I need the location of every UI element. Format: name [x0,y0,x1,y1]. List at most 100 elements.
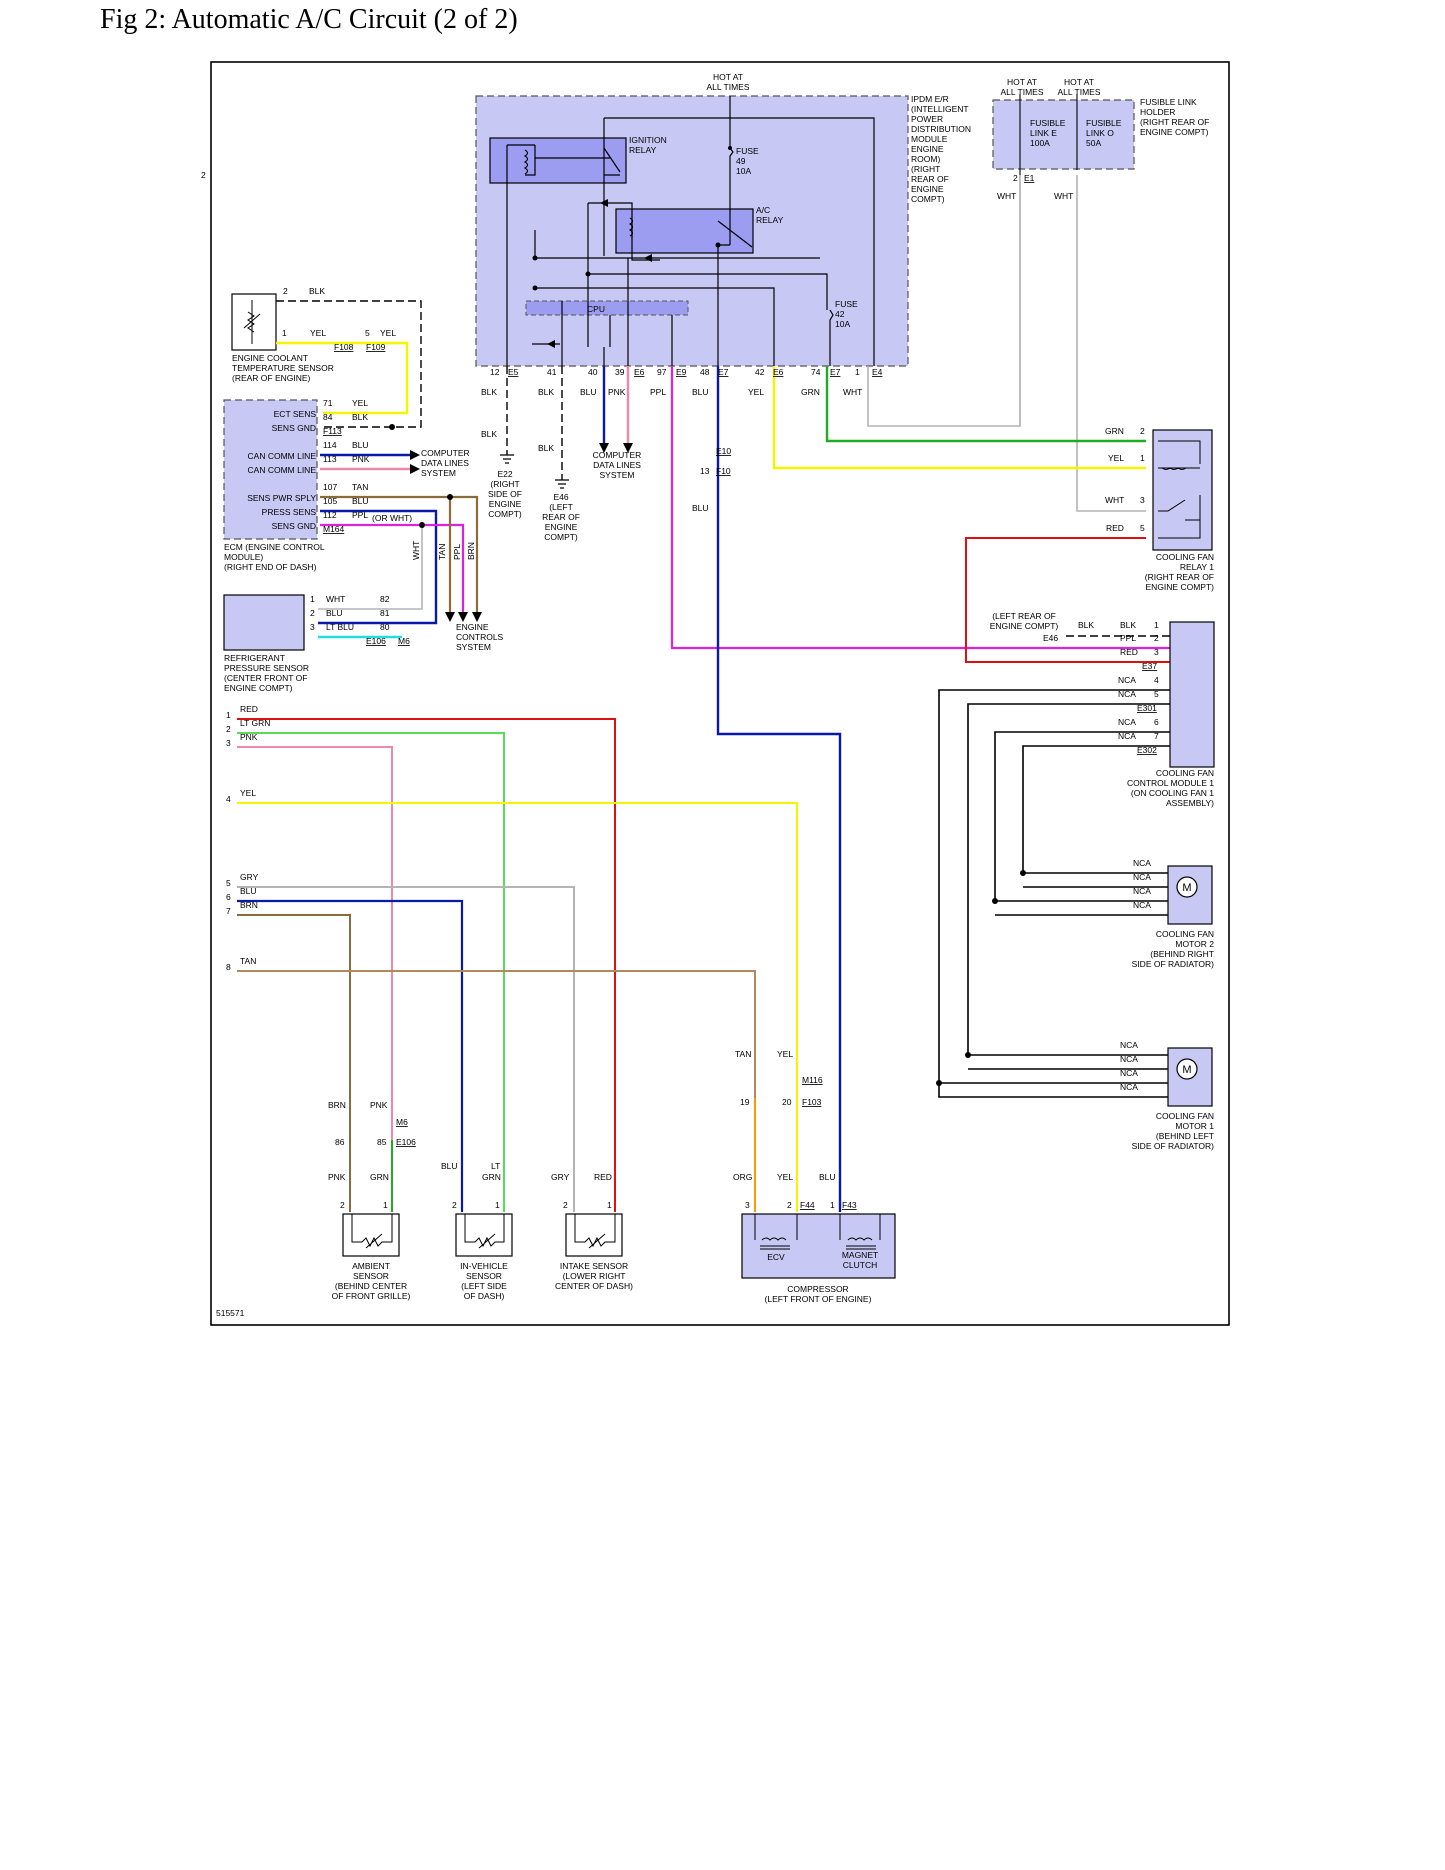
wire-label: RED [240,704,258,714]
wire-label: 20 [782,1097,792,1107]
ect-sensor [231,293,277,351]
fan-ctrl-nca-wires [938,689,1190,1098]
wire-label: 3 [1140,495,1145,505]
wire-label: BLK [538,387,554,397]
connector-f108: F108 [334,342,354,352]
wire-label: NCA [1120,1082,1138,1092]
wire-label: NCA [1133,900,1151,910]
wire-gry-5 [237,886,575,1212]
wire-label: BLK [309,286,325,296]
wire-label: 5 [226,878,231,888]
wire-label: GRN [482,1172,501,1182]
wire-label: BLU [580,387,597,397]
vlabel-tan: TAN [437,544,447,560]
connector-e106: E106 [366,636,386,646]
wire-label: 41 [547,367,557,377]
wire-red-fan-relay [965,537,1170,663]
wire-label: 81 [380,608,390,618]
wire-label: PPL [650,387,666,397]
wire-ltgrn-2 [237,732,505,1212]
wire-label: PNK [608,387,626,397]
intake-sensor [565,1213,623,1257]
wire-label: 48 [700,367,710,377]
figure-id: 515571 [216,1308,245,1318]
wire-label: 1 [495,1200,500,1210]
wire-label: 2 [1154,633,1159,643]
wire-label: BRN [240,900,258,910]
wire-label: 3 [745,1200,750,1210]
wire-grn-fan-relay [825,366,1146,443]
wire-yel-4 [237,802,798,1212]
wire-label: 1 [830,1200,835,1210]
wire-label: 2 [452,1200,457,1210]
ect-resistor-symbol [243,300,261,344]
connector-e6: E6 [773,367,784,377]
motor-1-symbol [1176,1058,1198,1080]
connector-e7: E7 [718,367,729,377]
wire-label: BLU [692,503,709,513]
motor-letter: M [1182,1064,1191,1076]
motor-letter: M [1182,882,1191,894]
connector-m6: M6 [398,636,410,646]
connector-f113: F113 [323,426,342,436]
wire-label: RED [1106,523,1124,533]
wire-label: 5 [365,328,370,338]
wire-red-1 [237,718,616,1212]
ecm-pin-label: SENS PWR SPLY [247,493,316,503]
wire-label: GRN [801,387,820,397]
wire-brn-7 [237,914,351,1212]
wire-label: PNK [240,732,258,742]
wire-label: 7 [1154,731,1159,741]
wire-label: GRN [370,1172,389,1182]
wire-label: 5 [1154,689,1159,699]
wire-blk-ect [276,300,422,428]
wire-label: BLK [481,429,497,439]
wire-label: NCA [1120,1068,1138,1078]
wire-label: 2 [283,286,288,296]
ecm-pin-label: ECT SENS [274,409,317,419]
wire-label: YEL [1108,453,1124,463]
wire-label: WHT [326,594,345,604]
connector-e5: E5 [508,367,519,377]
connector-e6: E6 [634,367,645,377]
wire-label: 3 [1154,647,1159,657]
connector-e7: E7 [830,367,841,377]
wire-label: NCA [1120,1054,1138,1064]
wire-label: BLK [352,412,368,422]
wire-label: 5 [1140,523,1145,533]
wire-label: 105 [323,496,337,506]
wire-label: PNK [328,1172,346,1182]
wire-label: 1 [1140,453,1145,463]
cpu-block [525,300,689,316]
connector-e302: E302 [1137,745,1157,755]
e46-short-label: E46 [1043,633,1058,643]
wire-label: 74 [811,367,821,377]
wire-label: WHT [1105,495,1124,505]
wire-label: BLU [352,440,369,450]
wire-label: 114 [323,440,337,450]
cpu-label: CPU [587,304,605,314]
wire-label: TAN [352,482,368,492]
wire-label: GRY [240,872,259,882]
wire-label: PPL [352,510,368,520]
wire-label: 112 [323,510,337,520]
wire-label: ORG [733,1172,752,1182]
connector-m116: M116 [802,1075,823,1085]
wire-label: 2 [201,170,206,180]
wire-label: BLK [1078,620,1094,630]
wire-label: PNK [370,1100,388,1110]
wire-label: 2 [310,608,315,618]
wire-label: 84 [323,412,333,422]
wire-label: WHT [1054,191,1073,201]
